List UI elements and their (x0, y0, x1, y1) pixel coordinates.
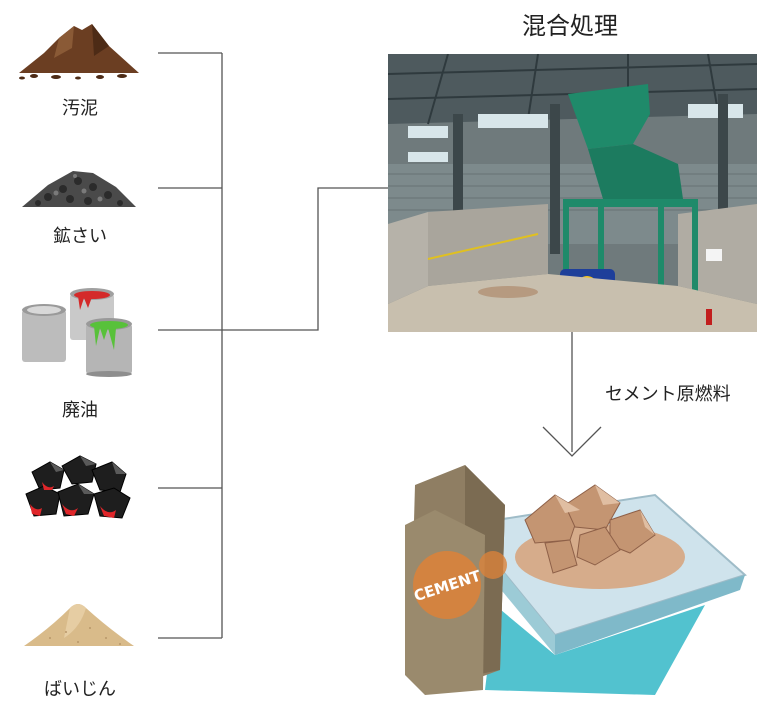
coal-lumps-icon (22, 452, 134, 524)
arrow-head (542, 426, 602, 457)
arrow-label: セメント原燃料 (605, 384, 731, 405)
sludge-pile-icon (14, 18, 144, 80)
material-label-slag: 鉱さい (53, 226, 107, 247)
mixing-facility-photo (387, 53, 758, 336)
material-label-sludge: 汚泥 (62, 98, 98, 119)
dust-pile-icon (20, 598, 138, 650)
slag-pile-icon (18, 163, 140, 211)
paint-cans-icon (18, 288, 136, 378)
material-label-oil: 廃油 (62, 400, 98, 421)
cement-fuel-icon: CEMENT (405, 465, 750, 700)
connector-to-process (222, 187, 388, 331)
process-title: 混合処理 (522, 12, 618, 40)
material-label-dust: ばいじん (44, 679, 116, 700)
